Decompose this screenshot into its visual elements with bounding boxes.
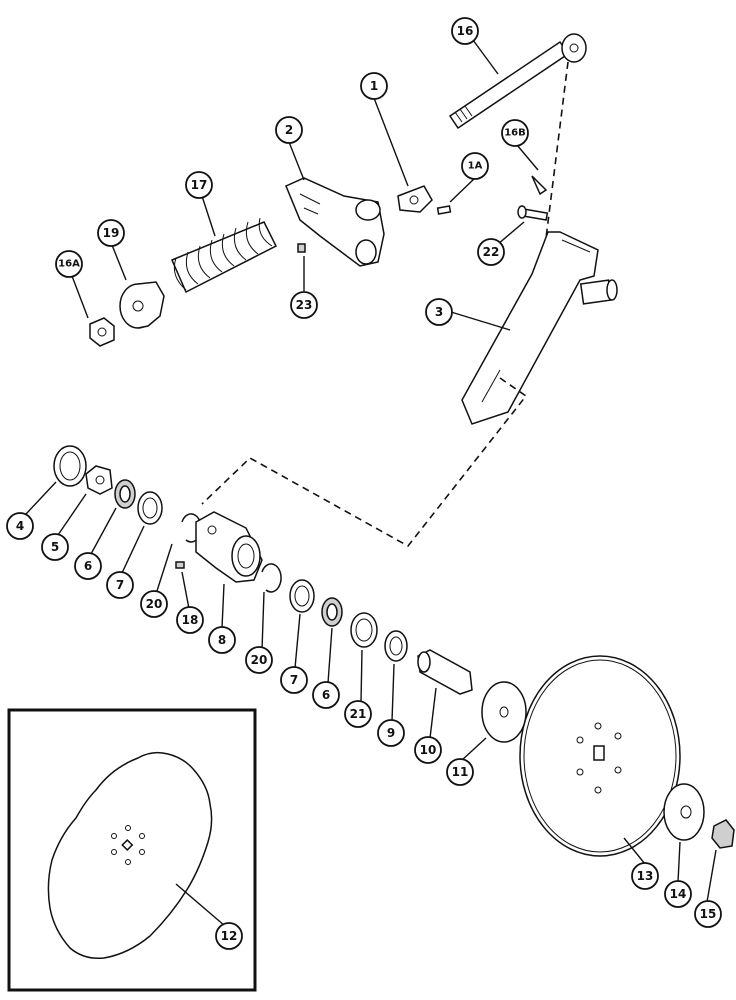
bracket-2-drawing	[285, 177, 385, 267]
washer-11-drawing	[481, 681, 527, 743]
callout-3: 3	[425, 298, 453, 326]
callout-label: 9	[387, 726, 395, 740]
bolt-16-drawing	[448, 33, 587, 130]
callout-label: 6	[84, 559, 92, 573]
callout-8: 8	[208, 626, 236, 654]
callout-4: 4	[6, 512, 34, 540]
bearing-6-upper-drawing	[114, 479, 136, 509]
seal-9-drawing	[384, 630, 408, 662]
callout-label: 16A	[58, 259, 80, 270]
callout-label: 12	[221, 929, 238, 943]
callout-label: 21	[350, 707, 367, 721]
callout-14: 14	[664, 880, 692, 908]
clamp-1-drawing	[397, 185, 433, 213]
callout-label: 23	[296, 298, 313, 312]
callout-20-lower: 20	[245, 646, 273, 674]
callout-11: 11	[446, 758, 474, 786]
callout-23: 23	[290, 291, 318, 319]
callout-label: 10	[420, 743, 437, 757]
nut-16a-drawing	[89, 317, 115, 347]
callout-label: 4	[16, 519, 24, 533]
callout-label: 17	[191, 178, 208, 192]
callout-1: 1	[360, 72, 388, 100]
callout-16: 16	[451, 17, 479, 45]
callout-label: 2	[285, 123, 293, 137]
callout-12: 12	[215, 922, 243, 950]
bearing-6-lower-drawing	[321, 597, 343, 627]
cap-14-drawing	[663, 783, 705, 841]
callout-18: 18	[176, 606, 204, 634]
assembly-line-bolt	[545, 61, 569, 239]
callout-label: 3	[435, 305, 443, 319]
bolt-1a-drawing	[436, 205, 452, 215]
collar-19-drawing	[119, 281, 165, 329]
callout-20-upper: 20	[140, 590, 168, 618]
callout-6-lower: 6	[312, 681, 340, 709]
callout-label: 7	[116, 578, 124, 592]
callout-16b: 16B	[501, 119, 529, 147]
grease-fitting-18-drawing	[175, 561, 185, 569]
callout-label: 8	[218, 633, 226, 647]
assembly-line-arm	[201, 377, 528, 548]
arm-3-drawing	[461, 231, 618, 425]
inset-panel	[7, 708, 257, 992]
callout-13: 13	[631, 862, 659, 890]
disc-13-drawing	[519, 655, 681, 857]
seal-4-drawing	[53, 445, 87, 487]
callout-label: 20	[146, 597, 163, 611]
pin-22-drawing	[517, 205, 549, 221]
callout-label: 1A	[468, 161, 483, 172]
leader-lines	[25, 39, 717, 927]
callout-label: 14	[670, 887, 687, 901]
callout-label: 18	[182, 613, 199, 627]
spindle-10-drawing	[417, 649, 473, 695]
cotter-pin-16b-drawing	[531, 175, 548, 196]
cup-7-upper-drawing	[137, 491, 163, 525]
callout-2: 2	[275, 116, 303, 144]
set-screw-23-drawing	[297, 243, 306, 253]
callout-label: 7	[290, 673, 298, 687]
callout-label: 6	[322, 688, 330, 702]
cup-7-lower-drawing	[289, 579, 315, 613]
callout-6-upper: 6	[74, 552, 102, 580]
callout-1a: 1A	[461, 152, 489, 180]
callout-17: 17	[185, 171, 213, 199]
callout-label: 16	[457, 24, 474, 38]
callout-15: 15	[694, 900, 722, 928]
cup-21-drawing	[350, 612, 378, 648]
callout-7-lower: 7	[280, 666, 308, 694]
callout-5: 5	[41, 533, 69, 561]
hub-8-drawing	[195, 511, 263, 583]
nut-15-drawing	[711, 819, 735, 849]
callout-label: 13	[637, 869, 654, 883]
callout-label: 5	[51, 540, 59, 554]
nut-5-drawing	[85, 465, 113, 495]
callout-label: 22	[483, 245, 500, 259]
spring-17-drawing	[171, 217, 278, 294]
callout-label: 1	[370, 79, 378, 93]
callout-22: 22	[477, 238, 505, 266]
callout-9: 9	[377, 719, 405, 747]
callout-label: 19	[103, 226, 120, 240]
callout-21: 21	[344, 700, 372, 728]
callout-label: 11	[452, 765, 469, 779]
snap-ring-20-lower-drawing	[261, 563, 282, 593]
callout-19: 19	[97, 219, 125, 247]
callout-10: 10	[414, 736, 442, 764]
callout-label: 15	[700, 907, 717, 921]
callout-7-upper: 7	[106, 571, 134, 599]
callout-label: 20	[251, 653, 268, 667]
callout-16a: 16A	[55, 250, 83, 278]
callout-label: 16B	[504, 128, 526, 139]
